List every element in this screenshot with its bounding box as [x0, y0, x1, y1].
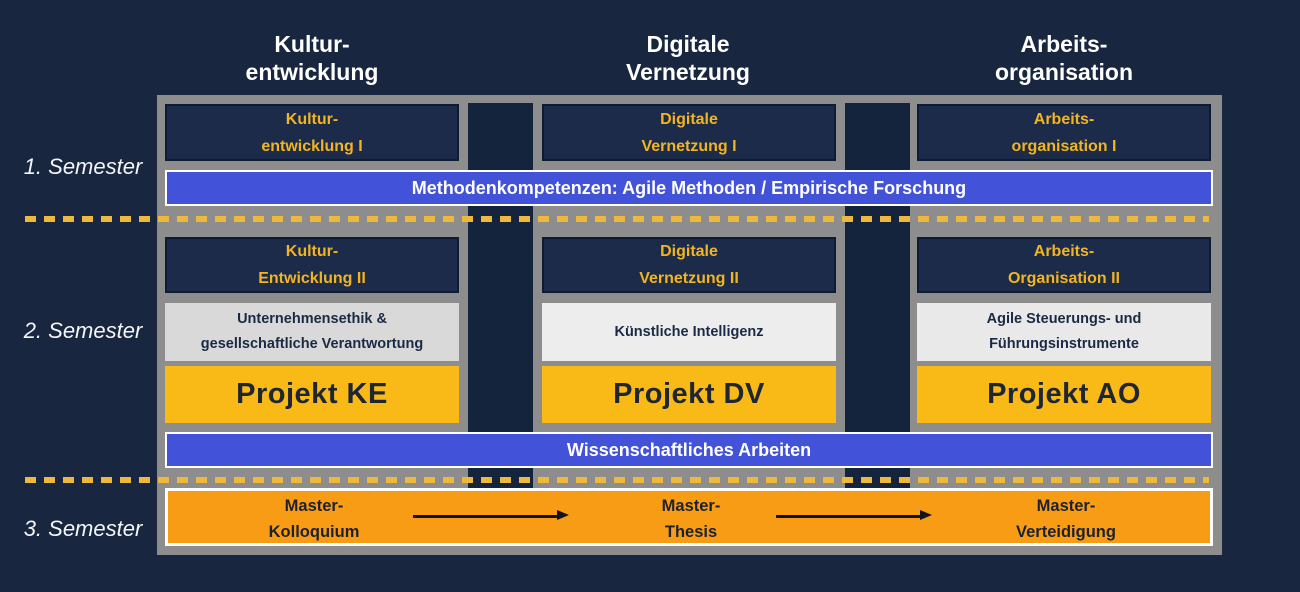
arrow-right-icon — [413, 510, 569, 520]
course-line: Arbeits- — [1033, 110, 1095, 128]
elective-line: Agile Steuerungs- und — [986, 311, 1142, 327]
project-label: Projekt KE — [236, 378, 388, 410]
master-track-bar: Master- Kolloquium Master- Thesis Master… — [165, 488, 1213, 546]
milestone-master-thesis: Master- Thesis — [591, 493, 791, 545]
methods-competency-bar: Methodenkompetenzen: Agile Methoden / Em… — [165, 170, 1213, 206]
elective-line: Führungsinstrumente — [989, 336, 1139, 352]
elective-box-unternehmensethik: Unternehmensethik & gesellschaftliche Ve… — [165, 303, 459, 361]
course-line: Digitale — [660, 110, 718, 128]
semester-divider-2 — [25, 477, 1209, 483]
curriculum-frame: Kultur- entwicklung I Digitale Vernetzun… — [157, 95, 1222, 555]
course-box-digitale-vernetzung-2: Digitale Vernetzung II — [542, 237, 836, 293]
project-box-ke: Projekt KE — [165, 366, 459, 423]
column-header-line: organisation — [994, 59, 1133, 85]
scientific-work-bar: Wissenschaftliches Arbeiten — [165, 432, 1213, 468]
column-gap-strip-2 — [845, 103, 910, 488]
column-gap-strip-1 — [468, 103, 533, 488]
course-box-arbeitsorganisation-1: Arbeits- organisation I — [917, 104, 1211, 161]
column-header-line: entwicklung — [245, 59, 379, 85]
milestone-master-verteidigung: Master- Verteidigung — [966, 493, 1166, 545]
column-header-digitale-vernetzung: Digitale Vernetzung — [528, 30, 848, 86]
project-box-dv: Projekt DV — [542, 366, 836, 423]
column-header-line: Kultur- — [274, 31, 350, 57]
semester-label-2: 2. Semester — [23, 318, 143, 343]
project-label: Projekt DV — [613, 378, 765, 410]
milestone-line: Verteidigung — [1016, 523, 1116, 541]
course-line: Vernetzung II — [639, 270, 739, 287]
course-line: Arbeits- — [1033, 243, 1095, 260]
elective-box-kuenstliche-intelligenz: Künstliche Intelligenz — [542, 303, 836, 361]
course-line: Organisation II — [1007, 270, 1120, 287]
course-line: Kultur- — [285, 243, 339, 260]
column-header-line: Vernetzung — [626, 59, 750, 85]
milestone-line: Thesis — [664, 523, 718, 541]
milestone-master-kolloquium: Master- Kolloquium — [214, 493, 414, 545]
elective-line: gesellschaftliche Verantwortung — [200, 336, 424, 352]
milestone-line: Kolloquium — [268, 523, 360, 541]
course-box-digitale-vernetzung-1: Digitale Vernetzung I — [542, 104, 836, 161]
project-label: Projekt AO — [987, 378, 1141, 410]
methods-competency-label: Methodenkompetenzen: Agile Methoden / Em… — [411, 177, 967, 198]
course-line: organisation I — [1011, 137, 1117, 155]
scientific-work-label: Wissenschaftliches Arbeiten — [566, 439, 812, 460]
column-header-arbeitsorganisation: Arbeits- organisation — [904, 30, 1224, 86]
course-box-arbeitsorganisation-2: Arbeits- Organisation II — [917, 237, 1211, 293]
course-line: Kultur- — [285, 110, 339, 128]
course-box-kulturentwicklung-1: Kultur- entwicklung I — [165, 104, 459, 161]
course-line: Digitale — [660, 243, 718, 260]
milestone-line: Master- — [661, 497, 721, 515]
semester-label-1: 1. Semester — [23, 154, 143, 179]
column-header-line: Arbeits- — [1020, 31, 1108, 57]
elective-box-agile-steuerung: Agile Steuerungs- und Führungsinstrument… — [917, 303, 1211, 361]
milestone-line: Master- — [1036, 497, 1096, 515]
course-line: entwicklung I — [261, 137, 363, 155]
course-line: Vernetzung I — [641, 137, 737, 155]
elective-line: Unternehmensethik & — [237, 311, 387, 327]
course-line: Entwicklung II — [258, 270, 366, 287]
milestone-line: Master- — [284, 497, 344, 515]
column-header-kulturentwicklung: Kultur- entwicklung — [152, 30, 472, 86]
course-box-kulturentwicklung-2: Kultur- Entwicklung II — [165, 237, 459, 293]
elective-line: Künstliche Intelligenz — [614, 323, 764, 340]
column-header-line: Digitale — [646, 31, 730, 57]
arrow-right-icon — [776, 510, 932, 520]
semester-label-3: 3. Semester — [23, 516, 143, 541]
project-box-ao: Projekt AO — [917, 366, 1211, 423]
semester-divider-1 — [25, 216, 1209, 222]
